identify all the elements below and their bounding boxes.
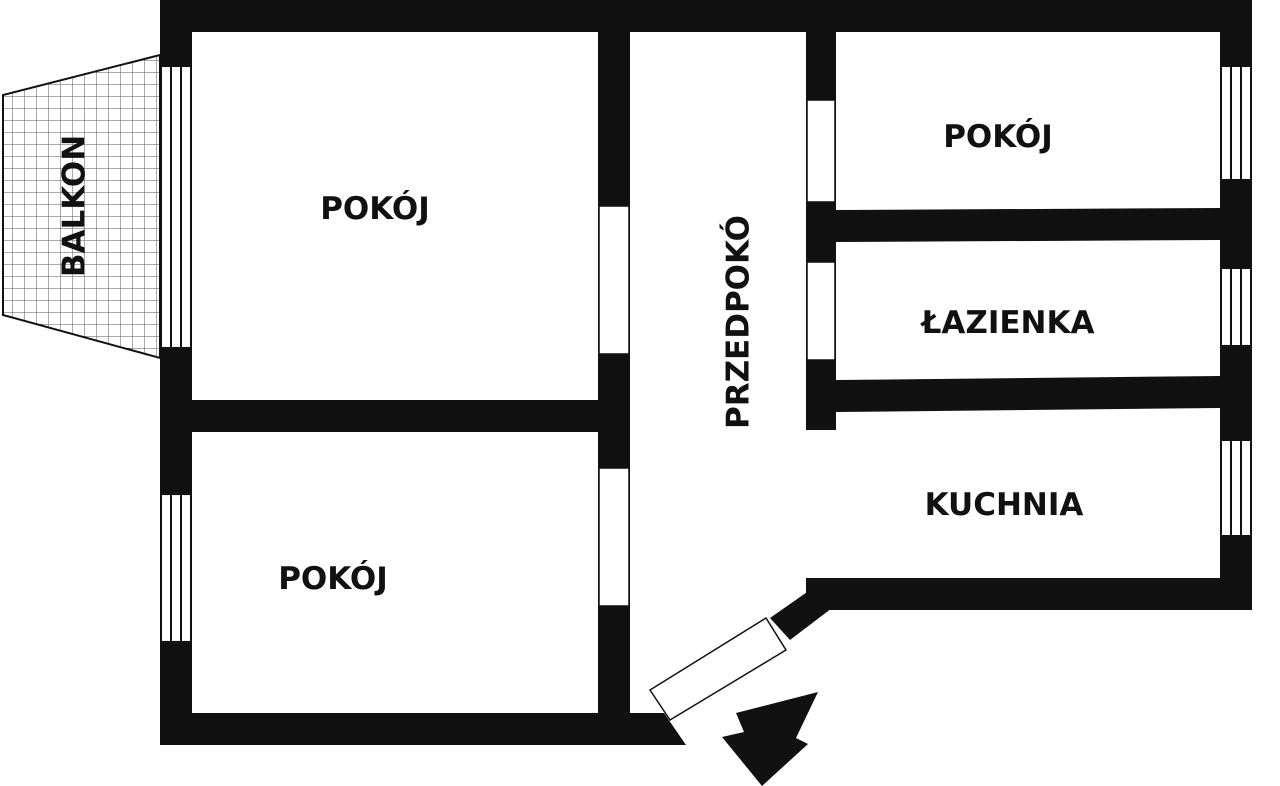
interior-walls [192, 32, 1220, 713]
outer-walls [160, 0, 1252, 745]
windows [160, 65, 1252, 643]
hallway-label: PRZEDPOKÓ [720, 215, 757, 429]
room-label-bottom-left: POKÓJ [278, 560, 388, 597]
room-label-top-right: POKÓJ [943, 118, 1053, 155]
arrow-icon [722, 692, 818, 786]
bathroom-label: ŁAZIENKA [919, 305, 1094, 341]
door-openings [598, 99, 836, 722]
room-label-top-left: POKÓJ [320, 190, 430, 227]
balcony-label: BALKON [57, 135, 93, 277]
kitchen-label: KUCHNIA [925, 487, 1084, 523]
